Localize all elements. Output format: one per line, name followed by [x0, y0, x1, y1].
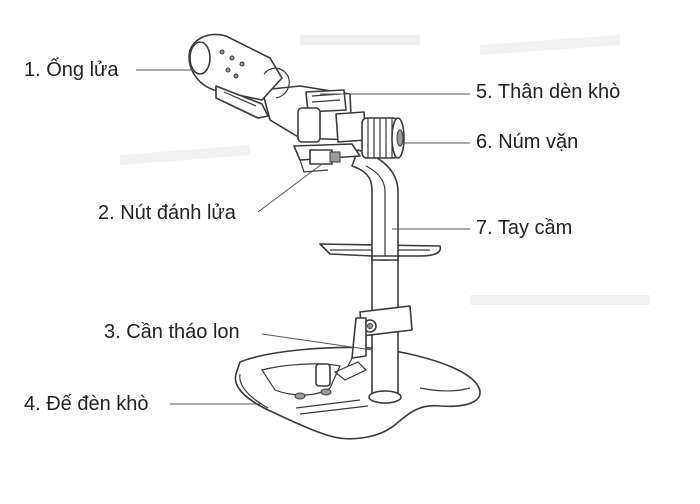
torch-body	[261, 85, 367, 143]
watermark	[119, 35, 650, 305]
flame-tube	[188, 33, 290, 119]
leader-lines	[136, 69, 470, 405]
label-handle: 7. Tay cầm	[476, 217, 573, 239]
leader-line-2	[257, 163, 323, 213]
ignition-button	[293, 143, 361, 173]
label-regulator-knob: 6. Núm vặn	[476, 131, 579, 153]
label-torch-base: 4. Đế đèn khò	[24, 393, 149, 415]
label-can-release: 3. Cần tháo lon	[104, 321, 240, 343]
torch-handle	[351, 149, 399, 257]
label-ignition-button: 2. Nút đánh lửa	[98, 202, 236, 224]
label-torch-body: 5. Thân dèn khò	[476, 81, 621, 103]
torch-base	[234, 346, 481, 440]
regulator-knob	[361, 117, 405, 159]
label-flame-tube: 1. Ống lửa	[24, 59, 119, 81]
leader-line-3	[261, 333, 373, 351]
